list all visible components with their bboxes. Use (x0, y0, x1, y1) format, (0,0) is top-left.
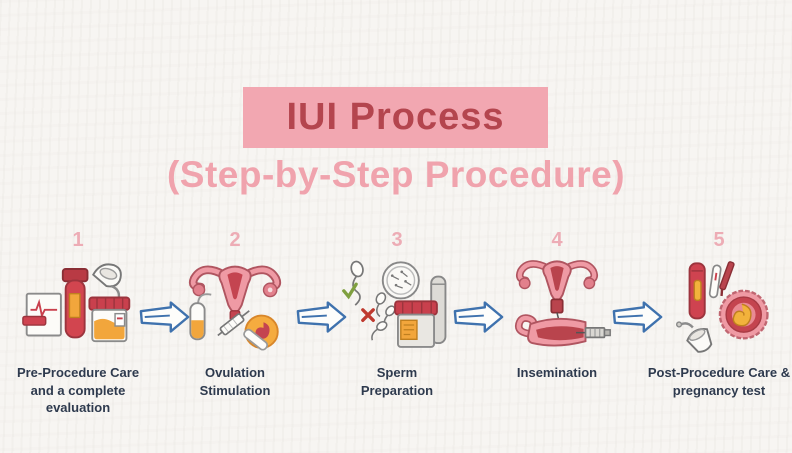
step-number: 3 (391, 229, 403, 251)
ultrasound-probe-icon (675, 321, 713, 353)
page-title: IUI Process (286, 96, 505, 138)
medical-tests-illustration (22, 263, 131, 343)
step-label: Insemination (516, 365, 598, 380)
pregnancy-test-illustration (675, 261, 769, 353)
sperm-sample-illustration (342, 260, 447, 348)
title-banner: IUI Process (243, 87, 548, 148)
step-arrow-icon (612, 301, 663, 333)
uterus-stimulation-illustration (188, 265, 282, 351)
step-1-pre-procedure: 1 Pre-Procedure Care and a complete eval… (4, 228, 152, 417)
step-4-insemination: 4 Insemination (490, 228, 624, 382)
step-5-post-procedure: 5 Post-Procedure Care & pregnancy test (644, 228, 792, 399)
step-3-sperm-preparation: 3 Sperm Preparation (336, 228, 458, 399)
step-label: Ovulation Stimulation (199, 365, 271, 398)
step-number: 5 (713, 229, 725, 251)
step-number: 4 (551, 229, 563, 251)
ultrasound-probe-icon (91, 263, 122, 307)
step-arrow-icon (139, 301, 190, 333)
step-number: 2 (229, 229, 241, 251)
step-label: Post-Procedure Care & pregnancy test (647, 365, 791, 398)
step-label: Sperm Preparation (360, 365, 434, 398)
step-arrow-icon (296, 301, 347, 333)
uterus-insemination-illustration (514, 260, 611, 347)
step-number: 1 (72, 229, 84, 251)
step-arrow-icon (453, 301, 504, 333)
step-2-ovulation-stimulation: 2 Ovulation Stimulation (175, 228, 295, 399)
page-subtitle: (Step-by-Step Procedure) (166, 154, 626, 195)
step-label: Pre-Procedure Care and a complete evalua… (16, 365, 140, 416)
